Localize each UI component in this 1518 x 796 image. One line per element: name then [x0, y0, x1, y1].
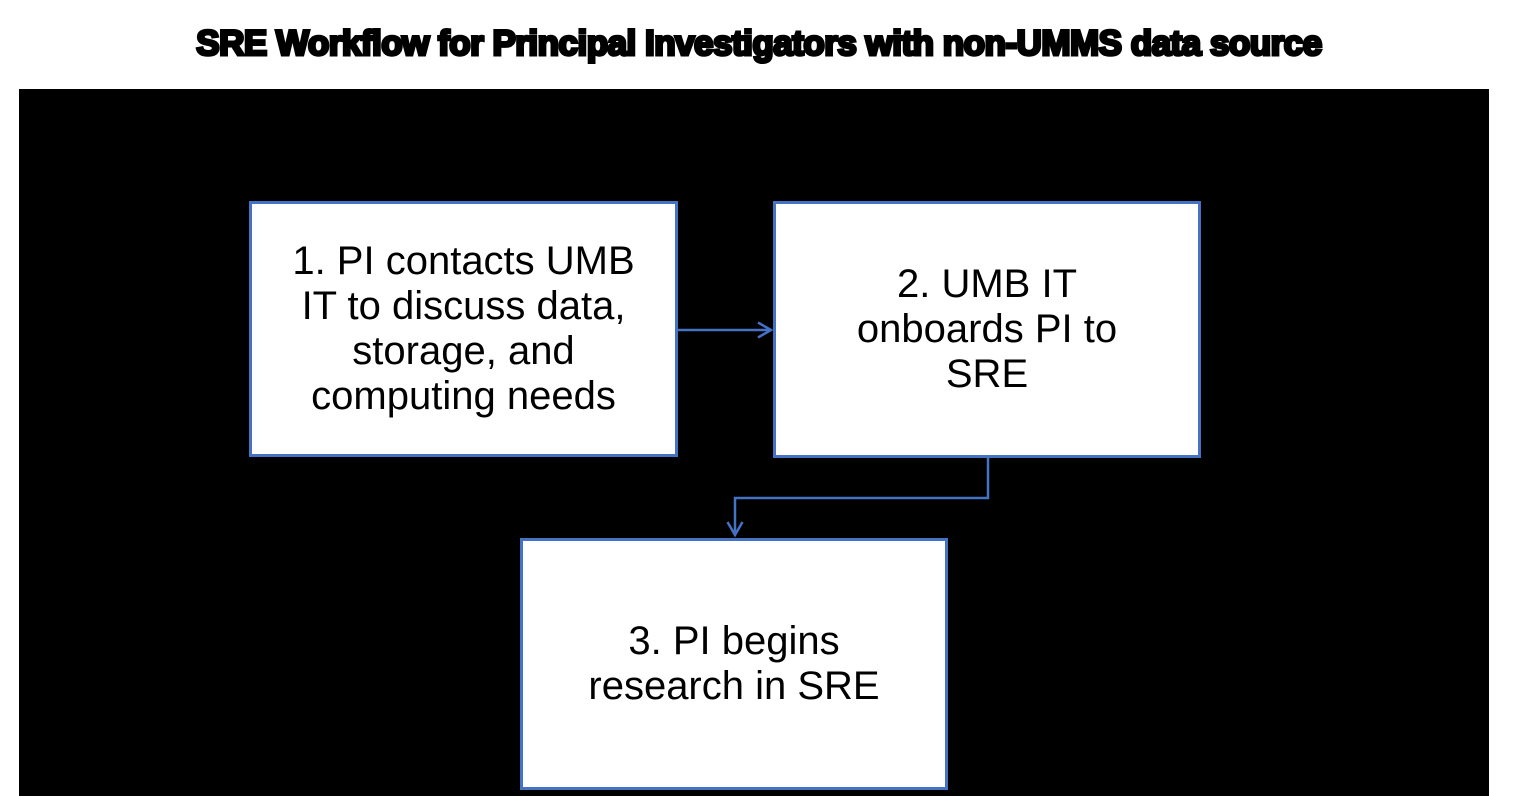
- flow-step-2-label: 2. UMB IT onboards PI to SRE: [856, 262, 1118, 396]
- flow-step-1-box: 1. PI contacts UMB IT to discuss data, s…: [249, 201, 678, 457]
- arrowhead-right-icon: [757, 321, 774, 339]
- arrow-step2-to-step3: [726, 458, 990, 538]
- diagram-title: SRE Workflow for Principal Investigators…: [195, 23, 1324, 65]
- diagram-canvas: 1. PI contacts UMB IT to discuss data, s…: [19, 89, 1489, 796]
- flow-step-3-label: 3. PI begins research in SRE: [588, 619, 880, 708]
- flow-step-3-box: 3. PI begins research in SRE: [520, 538, 948, 790]
- arrowhead-down-icon: [726, 521, 744, 538]
- flow-step-2-box: 2. UMB IT onboards PI to SRE: [773, 201, 1201, 458]
- arrow-step1-to-step2: [678, 321, 774, 339]
- flow-step-1-label: 1. PI contacts UMB IT to discuss data, s…: [292, 239, 635, 418]
